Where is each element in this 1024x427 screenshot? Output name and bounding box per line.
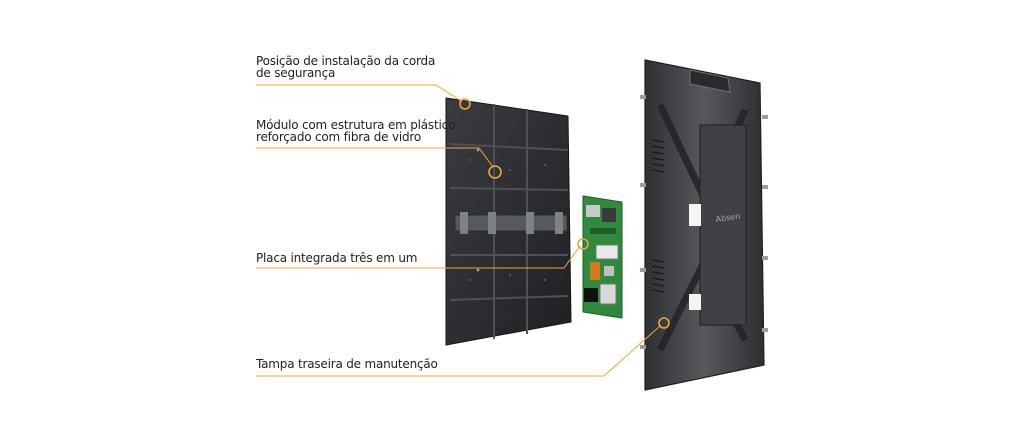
integrated-board [582,195,623,319]
leader-board [256,245,581,269]
led-module [445,97,572,346]
callout-leaders [256,84,661,377]
callout-label-line: Tampa traseira de manutenção [256,357,438,371]
callout-label-rear-cover: Tampa traseira de manutenção [256,358,438,370]
callout-label-safety-rope: Posição de instalação da corda de segura… [256,55,435,79]
marker-module [488,165,502,179]
marker-safety-rope [459,98,471,110]
marker-board [577,238,589,250]
rear-cover [640,59,768,391]
callout-label-board: Placa integrada três em um [256,252,417,264]
callout-label-line: Placa integrada três em um [256,251,418,265]
leader-rear-cover [256,325,661,377]
brand-mark: Absen [715,212,741,224]
callout-label-line: de segurança [256,66,336,80]
callout-label-line: reforçado com fibra de vidro [256,130,422,144]
callout-label-module: Módulo com estrutura em plástico reforça… [256,119,455,143]
callout-label-line: Módulo com estrutura em plástico [256,118,456,132]
marker-rear-cover [658,317,670,329]
leader-safety-rope [256,84,462,102]
leader-module [256,147,494,168]
callout-markers [459,98,670,329]
callout-label-line: Posição de instalação da corda [256,54,436,68]
